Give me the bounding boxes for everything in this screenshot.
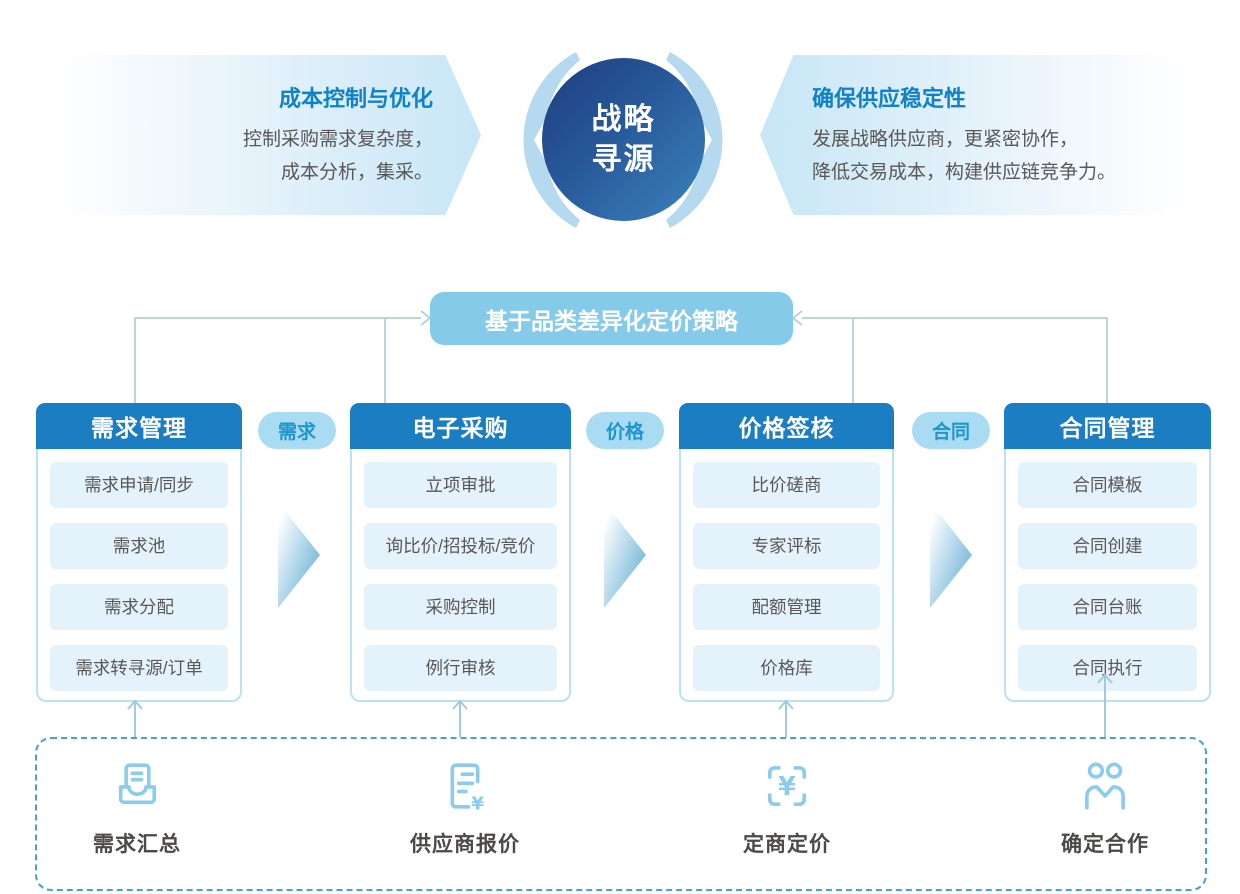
cost-control-banner: 成本控制与优化 控制采购需求复杂度， 成本分析，集采。 — [35, 55, 481, 215]
pricing-strategy-box: 基于品类差异化定价策略 — [430, 292, 793, 345]
yen-glyph: ¥ — [471, 794, 484, 815]
flow-badge-demand: 需求 — [258, 412, 336, 449]
column-body: 需求申请/同步 需求池 需求分配 需求转寻源/订单 — [36, 449, 242, 702]
column-item: 需求池 — [50, 523, 228, 569]
step-confirm-cooperation: 确定合作 — [1020, 757, 1190, 858]
column-item: 比价磋商 — [693, 462, 880, 508]
column-item: 需求分配 — [50, 584, 228, 630]
circle-text-line: 寻源 — [591, 142, 656, 176]
step-label: 需求汇总 — [93, 833, 181, 856]
column-header: 电子采购 — [350, 403, 571, 449]
column-body: 合同模板 合同创建 合同台账 合同执行 — [1004, 449, 1211, 702]
step-supplier-quotation: ¥ 供应商报价 — [380, 757, 550, 858]
column-item: 合同创建 — [1018, 523, 1197, 569]
column-header: 需求管理 — [36, 403, 242, 449]
supply-stability-banner: 确保供应稳定性 发展战略供应商，更紧密协作， 降低交易成本，构建供应链竞争力。 — [760, 55, 1206, 215]
step-label: 确定合作 — [1061, 833, 1149, 856]
column-item: 配额管理 — [693, 584, 880, 630]
yen-glyph: ¥ — [778, 771, 796, 801]
column-item: 合同执行 — [1018, 645, 1197, 691]
column-header: 价格签核 — [679, 403, 894, 449]
banner-desc-line: 控制采购需求复杂度， — [242, 129, 433, 150]
banner-desc-line: 降低交易成本，构建供应链竞争力。 — [812, 162, 1117, 183]
banner-desc-line: 成本分析，集采。 — [280, 162, 433, 183]
column-body: 立项审批 询比价/招投标/竞价 采购控制 例行审核 — [350, 449, 571, 702]
column-price-approval: 价格签核 比价磋商 专家评标 配额管理 价格库 — [679, 403, 894, 702]
crescent-accent-right — [666, 52, 723, 228]
sourcing-steps-panel — [35, 737, 1207, 891]
column-item: 立项审批 — [364, 462, 557, 508]
column-item: 价格库 — [693, 645, 880, 691]
column-item: 询比价/招投标/竞价 — [364, 523, 557, 569]
column-e-procurement: 电子采购 立项审批 询比价/招投标/竞价 采购控制 例行审核 — [350, 403, 571, 702]
inbox-tray-icon — [118, 763, 157, 805]
flow-chevron — [930, 502, 972, 608]
column-item: 专家评标 — [693, 523, 880, 569]
column-item: 例行审核 — [364, 645, 557, 691]
circle-text-line: 战略 — [591, 102, 656, 136]
column-body: 比价磋商 专家评标 配额管理 价格库 — [679, 449, 894, 702]
column-contract-management: 合同管理 合同模板 合同创建 合同台账 合同执行 — [1004, 403, 1211, 702]
flow-badge-contract: 合同 — [912, 412, 990, 449]
crescent-accent-arcs — [523, 52, 723, 228]
column-header: 合同管理 — [1004, 403, 1211, 449]
step-demand-summary: 需求汇总 — [52, 757, 222, 858]
step-label: 定商定价 — [743, 833, 831, 856]
banner-title: 确保供应稳定性 — [812, 86, 967, 111]
quotation-document-icon: ¥ — [450, 763, 484, 815]
crescent-accent-left — [523, 52, 580, 228]
banner-title: 成本控制与优化 — [278, 86, 433, 111]
flow-badge-price: 价格 — [586, 412, 664, 449]
strategic-sourcing-circle: 战略 寻源 — [542, 58, 705, 221]
column-item: 采购控制 — [364, 584, 557, 630]
banner-desc: 控制采购需求复杂度， 成本分析，集采。 — [35, 123, 433, 189]
banner-desc-line: 发展战略供应商，更紧密协作， — [812, 129, 1079, 150]
column-demand-management: 需求管理 需求申请/同步 需求池 需求分配 需求转寻源/订单 — [36, 403, 242, 702]
step-set-price: ¥ 定商定价 — [702, 757, 872, 858]
flow-chevron — [604, 502, 646, 608]
column-item: 合同台账 — [1018, 584, 1197, 630]
column-item: 合同模板 — [1018, 462, 1197, 508]
banner-desc: 发展战略供应商，更紧密协作， 降低交易成本，构建供应链竞争力。 — [812, 123, 1206, 189]
column-item: 需求转寻源/订单 — [50, 645, 228, 691]
price-scan-icon: ¥ — [767, 766, 807, 806]
flow-chevron — [278, 502, 320, 608]
partnership-icon — [1085, 762, 1125, 810]
pricing-strategy-label: 基于品类差异化定价策略 — [485, 307, 738, 334]
step-label: 供应商报价 — [410, 833, 520, 856]
column-item: 需求申请/同步 — [50, 462, 228, 508]
